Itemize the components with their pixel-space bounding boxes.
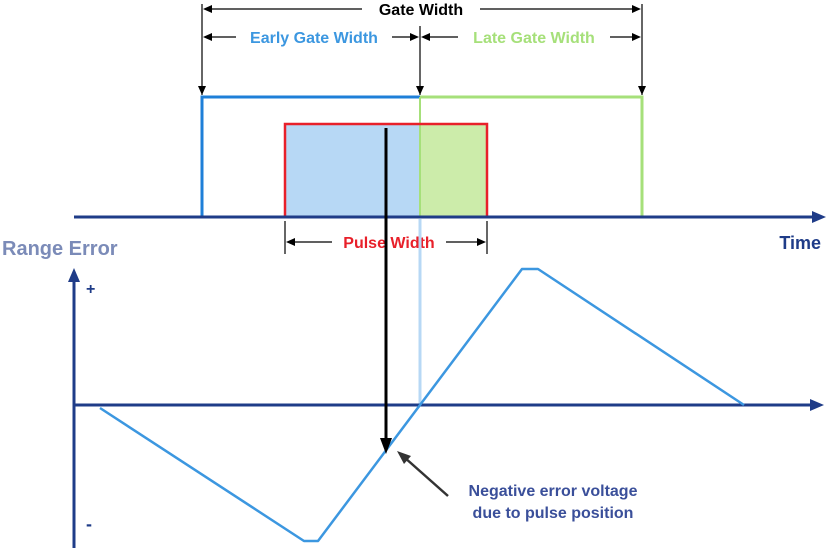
early-gate-width-label: Early Gate Width	[250, 30, 378, 47]
arrow-head-icon	[198, 86, 206, 95]
range-error-curve	[99, 267, 745, 543]
annotation-line-2: due to pulse position	[473, 505, 634, 522]
gate-width-dimension: Gate Width	[201, 2, 643, 95]
arrow-head-icon	[416, 86, 424, 95]
late-gate-width-label: Late Gate Width	[473, 30, 595, 47]
time-axis-label: Time	[779, 233, 821, 253]
arrow-head-icon	[477, 238, 486, 246]
arrow-head-icon	[286, 238, 295, 246]
arrow-head-icon	[397, 451, 411, 464]
annotation-line-1: Negative error voltage	[469, 483, 638, 500]
arrow-head-icon	[632, 33, 641, 41]
arrow-head-icon	[410, 33, 419, 41]
arrow-head-icon	[68, 268, 80, 282]
annotation-pointer-line	[403, 456, 449, 497]
minus-sign-label: -	[86, 514, 92, 534]
pulse-width-dimension: Pulse Width	[284, 221, 488, 254]
gate-width-label: Gate Width	[379, 2, 463, 19]
early-gate-outline	[200, 95, 420, 217]
arrow-head-icon	[380, 438, 392, 454]
early-late-dimension: Early Gate Width Late Gate Width	[198, 26, 646, 95]
pulse-width-label: Pulse Width	[343, 235, 434, 252]
arrow-head-icon	[203, 5, 212, 13]
arrow-head-icon	[812, 211, 826, 223]
late-gate-overlap-fill	[420, 124, 487, 217]
range-error-axis-label: Range Error	[2, 238, 118, 260]
early-gate-overlap-fill	[285, 124, 420, 217]
arrow-head-icon	[810, 399, 824, 411]
arrow-head-icon	[421, 33, 430, 41]
pulse-outline	[283, 122, 489, 217]
plus-sign-label: +	[86, 281, 95, 298]
late-gate-outline	[420, 95, 644, 217]
arrow-head-icon	[203, 33, 212, 41]
arrow-head-icon	[632, 5, 641, 13]
arrow-head-icon	[638, 86, 646, 95]
